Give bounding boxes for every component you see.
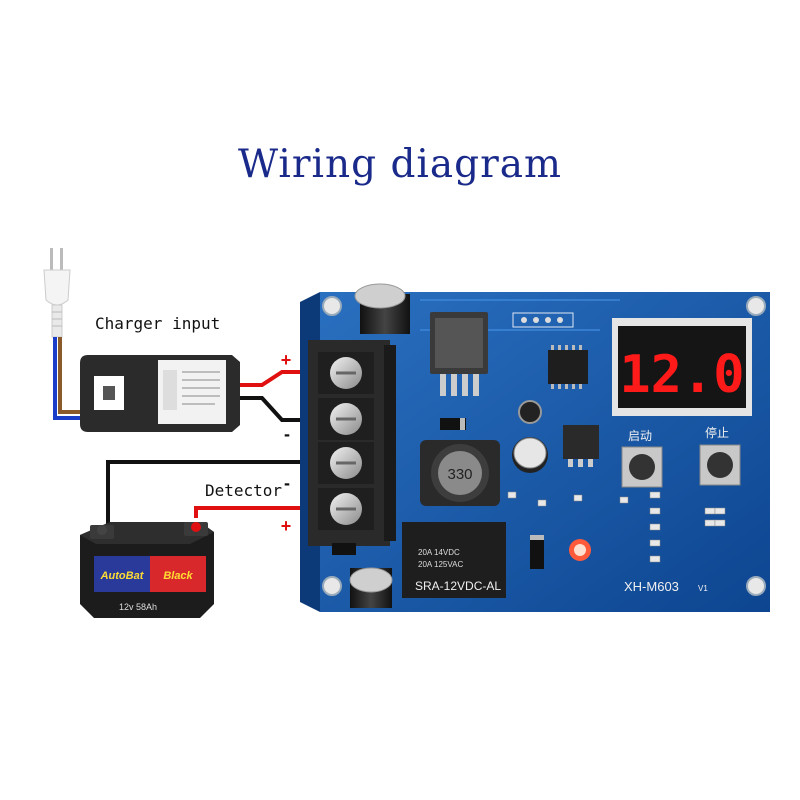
car-battery: AutoBat Black 12v 58Ah: [80, 522, 214, 618]
minus-bottom-mark: -: [284, 473, 290, 493]
diagram-title: Wiring diagram: [237, 142, 562, 187]
terminal-screw[interactable]: [318, 488, 374, 530]
stop-button[interactable]: [699, 444, 741, 486]
plus-bottom-mark: +: [281, 516, 292, 536]
battery-brand-right: Black: [163, 570, 193, 582]
relay-model: SRA-12VDC-AL: [415, 579, 501, 593]
board-version-label: V1: [698, 584, 708, 593]
mounting-hole: [746, 296, 766, 316]
mounting-hole: [746, 576, 766, 596]
seven-segment-display: 12.0: [619, 345, 744, 405]
inductor-label: 330: [447, 466, 472, 483]
start-button-label: 启动: [628, 429, 652, 443]
control-board: 330 20A 14VDC 20A 125VAC SRA-12VDC-AL 12…: [300, 283, 770, 612]
plus-top-mark: +: [281, 350, 292, 370]
detector-label: Detector: [205, 481, 283, 500]
terminal-screw[interactable]: [318, 352, 374, 394]
relay-rating-2: 20A 125VAC: [418, 560, 463, 569]
charger-adapter: [80, 355, 240, 432]
terminal-block: [308, 340, 396, 546]
minus-top-mark: -: [284, 424, 290, 444]
battery-spec: 12v 58Ah: [119, 602, 157, 612]
stop-button-label: 停止: [705, 425, 729, 440]
relay-rating-1: 20A 14VDC: [418, 548, 460, 557]
power-plug: [43, 248, 71, 338]
terminal-screw[interactable]: [318, 398, 374, 440]
terminal-screw[interactable]: [318, 442, 374, 484]
start-button[interactable]: [621, 446, 663, 488]
mounting-hole: [322, 576, 342, 596]
board-model-label: XH-M603: [624, 579, 679, 594]
battery-brand-left: AutoBat: [100, 570, 145, 582]
charger-input-label: Charger input: [95, 314, 221, 333]
mounting-hole: [322, 296, 342, 316]
